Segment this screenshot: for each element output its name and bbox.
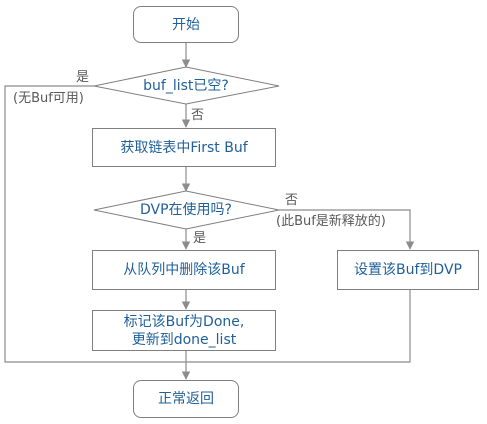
dvp-no-label: 否	[285, 193, 299, 208]
get-first-node: 获取链表中First Buf	[92, 128, 276, 167]
start-label: 开始	[172, 16, 200, 33]
decision-empty-text: buf_list已空?	[143, 78, 229, 94]
decision-dvp-text: DVP在使用吗?	[140, 202, 232, 218]
decision-empty-shape	[93, 66, 280, 105]
empty-yes-note: (无Buf可用)	[13, 91, 84, 106]
empty-yes-label: 是	[76, 70, 90, 85]
start-node: 开始	[133, 6, 239, 43]
remove-buf-label: 从队列中删除该Buf	[123, 262, 245, 278]
remove-buf-node: 从队列中删除该Buf	[92, 250, 276, 290]
return-label: 正常返回	[158, 391, 214, 407]
set-dvp-label: 设置该Buf到DVP	[354, 262, 462, 278]
path-empty-yes	[4, 85, 186, 363]
mark-done-label-line1: 标记该Buf为Done,	[123, 313, 245, 330]
decision-dvp-shape	[93, 190, 280, 230]
mark-done-node: 标记该Buf为Done, 更新到done_list	[92, 310, 276, 351]
empty-no-label: 否	[191, 108, 205, 123]
arrow-dvp-to-set	[279, 209, 415, 250]
dvp-yes-label: 是	[193, 231, 207, 246]
return-node: 正常返回	[133, 380, 239, 418]
path-set-to-return	[186, 290, 411, 363]
dvp-no-note: (此Buf是新释放的)	[276, 214, 386, 229]
mark-done-label-line2: 更新到done_list	[131, 331, 237, 348]
set-dvp-node: 设置该Buf到DVP	[337, 250, 479, 290]
get-first-label: 获取链表中First Buf	[120, 139, 248, 156]
